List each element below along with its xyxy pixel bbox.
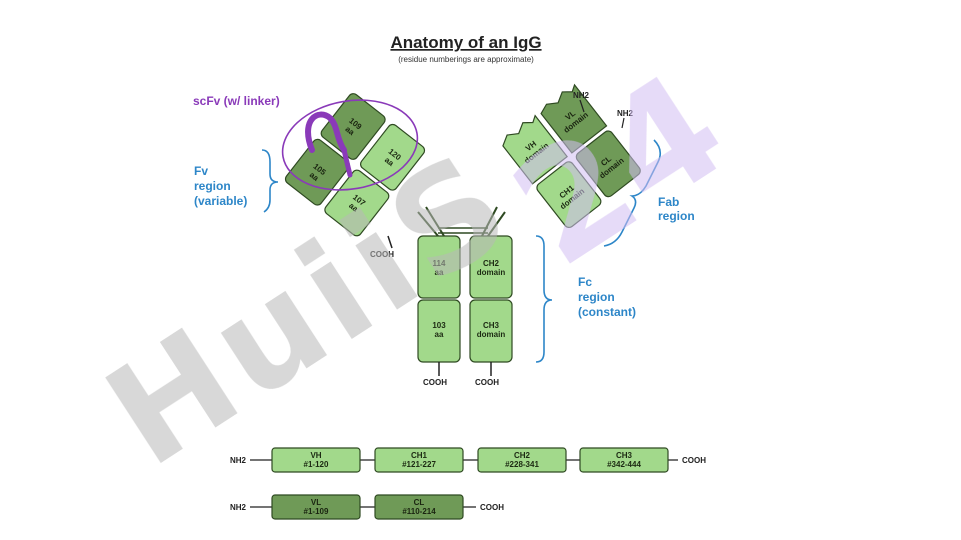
watermark: HuiiS 24 (80, 41, 755, 499)
svg-text:CH1#121-227: CH1#121-227 (402, 451, 436, 469)
label-103: 103 (432, 321, 446, 330)
label-114-aa: aa (435, 268, 444, 277)
heavy-domain-vh (271, 447, 361, 473)
heavy-ch1-name: CH1 (411, 451, 428, 460)
light-vl-range: #1-109 (304, 507, 329, 516)
fab-bracket (603, 139, 662, 247)
heavy-ch1-range: #121-227 (402, 460, 436, 469)
svg-text:CL#110-214: CL#110-214 (402, 498, 436, 516)
hinge-right-2 (481, 206, 498, 237)
stem-cooh-left: COOH (423, 378, 447, 387)
scfv-linker-tail (341, 147, 353, 178)
domain-120aa (360, 123, 426, 191)
scfv-label: scFv (w/ linker) (193, 94, 280, 108)
heavy-domain-ch2 (477, 447, 567, 473)
nh2-a-label: NH2 (573, 91, 590, 100)
heavy-ch2-name: CH2 (514, 451, 531, 460)
heavy-domain-ch3 (579, 447, 669, 473)
scfv-circle (281, 99, 419, 191)
light-cl-range: #110-214 (402, 507, 436, 516)
left-cooh-label: COOH (370, 250, 394, 259)
light-domain-vl (271, 494, 361, 520)
domain-vh (502, 114, 568, 185)
left-cooh-line (387, 235, 393, 249)
heavy-vh-name: VH (310, 451, 321, 460)
domain-vl (540, 83, 608, 154)
domain-105aa (284, 138, 350, 206)
svg-text:CH3#342-444: CH3#342-444 (607, 451, 641, 469)
hinge-left-1 (417, 211, 439, 237)
heavy-ch3-name: CH3 (616, 451, 633, 460)
stem-cooh-right: COOH (475, 378, 499, 387)
diagram-subtitle: (residue numberings are approximate) (398, 55, 534, 64)
label-ch3-domain: domain (477, 330, 506, 339)
right-arm: VHdomain VLdomain CH1domain CLdomain (502, 83, 641, 229)
fab-region-label: Fab region (658, 195, 695, 223)
heavy-nh2: NH2 (230, 456, 247, 465)
nh2-a-line (579, 99, 585, 113)
nh2-b-label: NH2 (617, 109, 634, 118)
diagram-title: Anatomy of an IgG (390, 33, 541, 52)
light-vl-name: VL (311, 498, 321, 507)
light-nh2: NH2 (230, 503, 247, 512)
domain-114aa (417, 235, 461, 299)
light-cooh: COOH (480, 503, 504, 512)
heavy-ch2-range: #228-341 (505, 460, 539, 469)
label-114: 114 (433, 259, 446, 268)
heavy-domain-ch1 (374, 447, 464, 473)
scfv-linker-arc (305, 111, 347, 153)
light-domain-cl (374, 494, 464, 520)
light-cl-name: CL (414, 498, 425, 507)
hinge-left-2 (425, 206, 445, 237)
svg-text:VH#1-120: VH#1-120 (304, 451, 329, 469)
heavy-chain-linear: NH2 VH#1-120 CH1#121-227 CH2#228-341 CH3… (230, 447, 706, 473)
heavy-cooh: COOH (682, 456, 706, 465)
fv-region-label: Fv region (variable) (194, 164, 247, 208)
hinge-right-1 (487, 211, 506, 237)
svg-text:VL#1-109: VL#1-109 (304, 498, 329, 516)
domain-ch2 (469, 235, 513, 299)
fc-region-label: Fc region (constant) (578, 275, 636, 319)
domain-ch1 (536, 161, 602, 229)
light-chain-linear: NH2 VL#1-109 CL#110-214 COOH (230, 494, 504, 520)
label-103-aa: aa (435, 330, 444, 339)
label-ch2: CH2 (483, 259, 500, 268)
heavy-vh-range: #1-120 (304, 460, 329, 469)
heavy-ch3-range: #342-444 (607, 460, 641, 469)
fv-bracket (261, 149, 279, 213)
domain-cl (575, 130, 641, 198)
svg-text:CH2#228-341: CH2#228-341 (505, 451, 539, 469)
fc-bracket (535, 235, 553, 363)
label-ch2-domain: domain (477, 268, 506, 277)
label-ch3: CH3 (483, 321, 500, 330)
nh2-b-line (621, 117, 625, 129)
